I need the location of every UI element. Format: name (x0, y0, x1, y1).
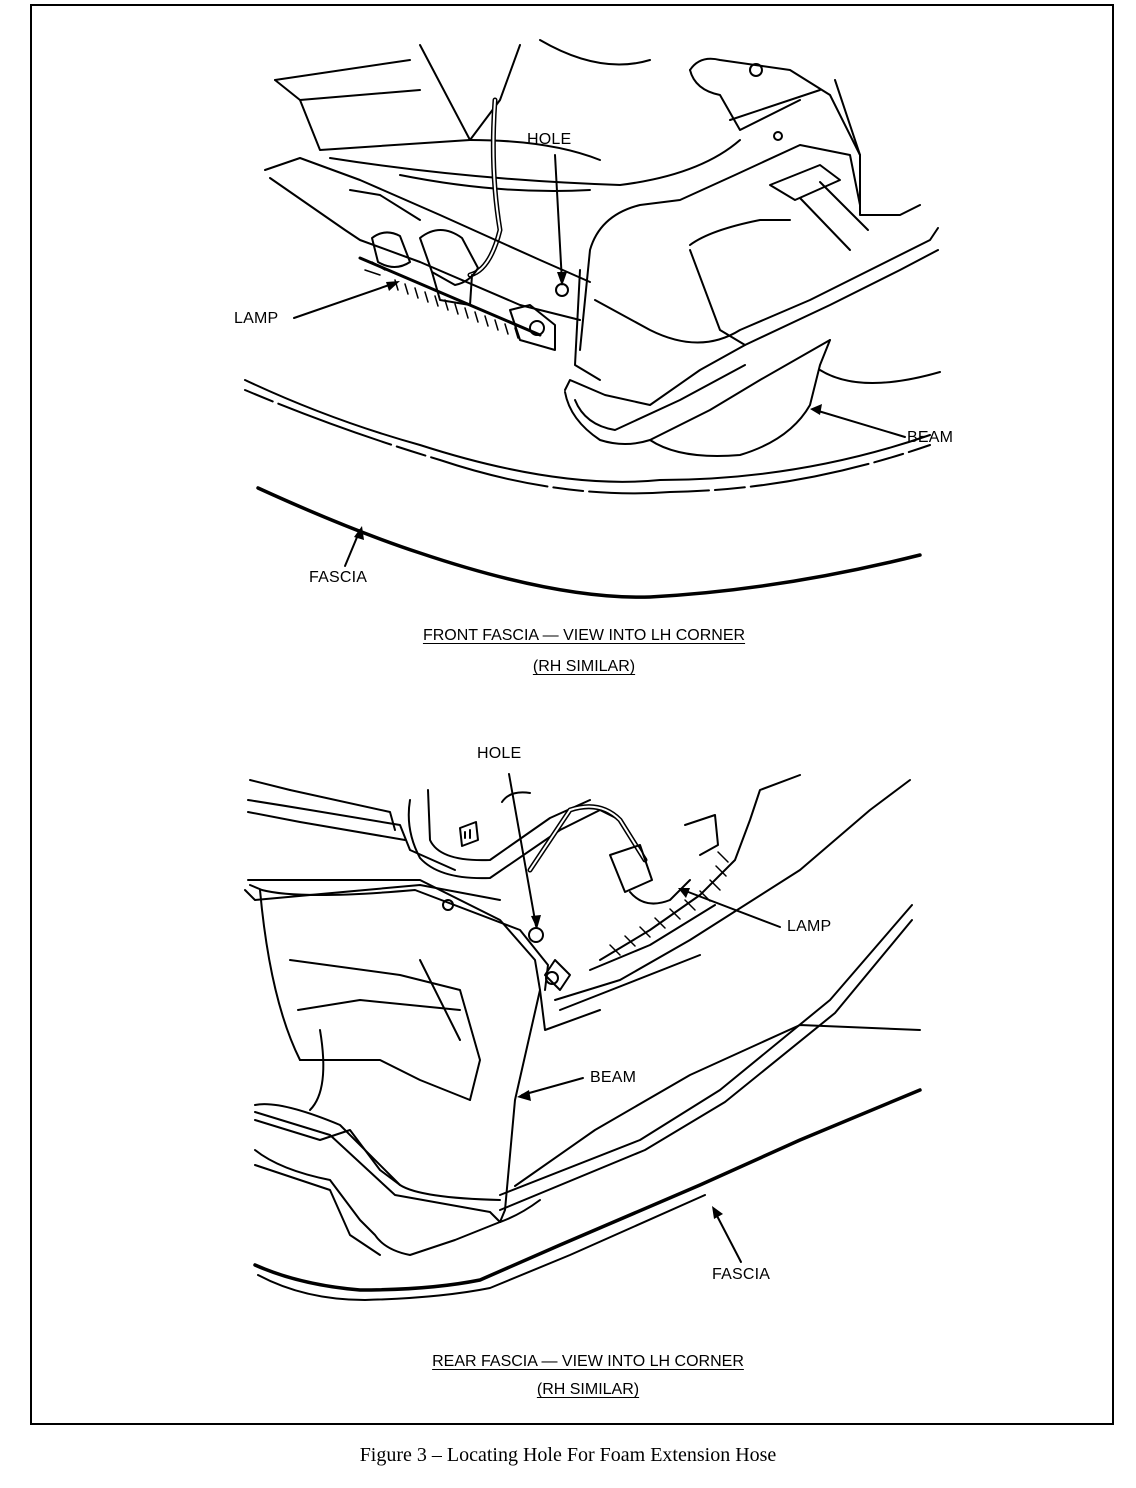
front-lamp-label: LAMP (234, 310, 279, 327)
rear-fascia-label: FASCIA (712, 1266, 771, 1283)
front-leader-arrowheads (354, 272, 822, 540)
front-caption-line2: (RH SIMILAR) (532, 658, 636, 675)
rear-leader-arrowheads (517, 888, 723, 1219)
figure-frame (30, 4, 1114, 1425)
front-fascia-illustration (244, 39, 941, 599)
front-fascia-label: FASCIA (309, 569, 368, 586)
front-caption-line1: FRONT FASCIA — VIEW INTO LH CORNER (422, 627, 746, 644)
rear-caption-line1: REAR FASCIA — VIEW INTO LH CORNER (432, 1353, 744, 1370)
rear-caption-line2: (RH SIMILAR) (536, 1381, 640, 1398)
rear-hole-label: HOLE (477, 745, 522, 762)
rear-fascia-illustration (244, 773, 922, 1301)
rear-beam-label: BEAM (590, 1069, 637, 1086)
rear-lamp-label: LAMP (787, 918, 832, 935)
figure-caption: Figure 3 – Locating Hole For Foam Extens… (359, 1444, 777, 1466)
front-hole-label: HOLE (527, 131, 572, 148)
front-beam-label: BEAM (907, 429, 954, 446)
